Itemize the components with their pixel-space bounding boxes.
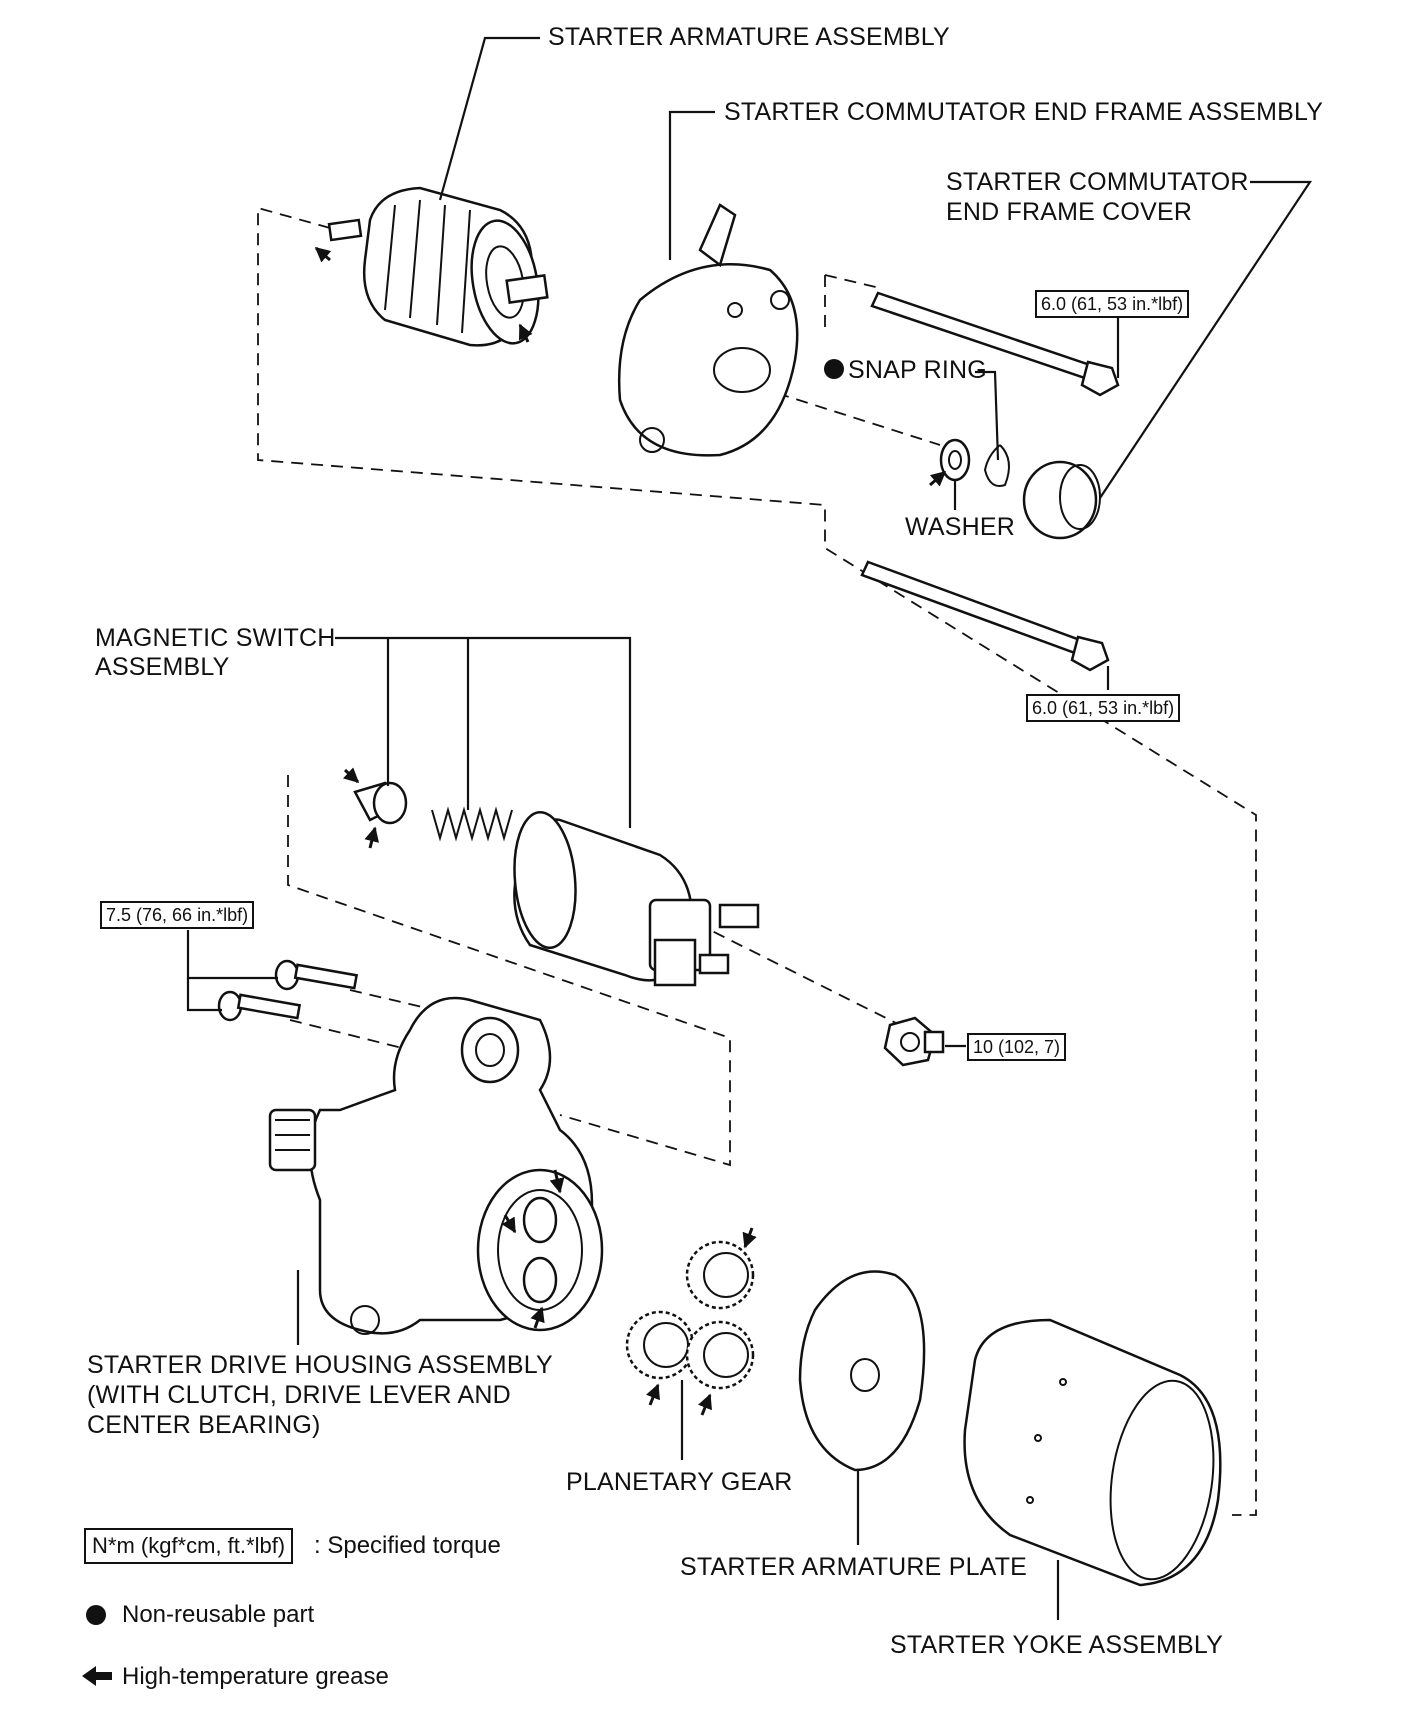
grease-arrows: [314, 246, 947, 1416]
legend-grease-text: High-temperature grease: [122, 1663, 389, 1690]
label-drive-housing-line2: (WITH CLUTCH, DRIVE LEVER AND: [87, 1381, 511, 1409]
armature-plate-drawing: [798, 1270, 926, 1472]
label-armature-assembly: STARTER ARMATURE ASSEMBLY: [548, 23, 950, 51]
terminal-nut-drawing: [883, 1016, 945, 1067]
label-end-frame-cover-line2: END FRAME COVER: [946, 198, 1193, 226]
torque-upper-bolt: 6.0 (61, 53 in.*lbf): [1035, 290, 1190, 318]
end-frame-drawing: [617, 203, 799, 457]
magnetic-switch-drawing: [353, 781, 760, 987]
housing-bolts-drawing: [217, 959, 359, 1022]
label-yoke-assembly: STARTER YOKE ASSEMBLY: [890, 1631, 1224, 1659]
label-drive-housing-line1: STARTER DRIVE HOUSING ASSEMBLY: [87, 1351, 553, 1379]
legend-torque-text: : Specified torque: [314, 1532, 501, 1559]
label-magnetic-switch-line1: MAGNETIC SWITCH: [95, 624, 336, 652]
leader-lines: [186, 36, 1313, 1620]
arrow-left-icon: [82, 1666, 112, 1686]
label-magnetic-switch-line2: ASSEMBLY: [95, 653, 230, 681]
planetary-gears-drawing: [625, 1240, 755, 1390]
label-planetary-gear: PLANETARY GEAR: [566, 1468, 793, 1496]
torque-terminal-nut: 10 (102, 7): [967, 1033, 1067, 1061]
torque-lower-bolt: 6.0 (61, 53 in.*lbf): [1026, 694, 1181, 722]
legend-nonreusable-text: Non-reusable part: [122, 1601, 315, 1628]
yoke-drawing: [963, 1318, 1222, 1587]
washer-snapring-cover-drawing: [939, 438, 1101, 540]
nonreusable-dot-icon: [824, 359, 844, 379]
label-drive-housing-line3: CENTER BEARING): [87, 1411, 321, 1439]
drive-housing-drawing: [268, 996, 604, 1335]
label-end-frame-assembly: STARTER COMMUTATOR END FRAME ASSEMBLY: [724, 98, 1324, 126]
armature-assembly-drawing: [327, 186, 549, 347]
label-armature-plate: STARTER ARMATURE PLATE: [680, 1553, 1028, 1581]
label-snap-ring: SNAP RING: [848, 356, 987, 384]
label-washer: WASHER: [905, 513, 1016, 541]
legend-torque-box: N*m (kgf*cm, ft.*lbf): [84, 1528, 294, 1564]
label-end-frame-cover-line1: STARTER COMMUTATOR: [946, 168, 1249, 196]
filled-circle-icon: [86, 1605, 106, 1625]
torque-housing-bolts: 7.5 (76, 66 in.*lbf): [100, 901, 255, 929]
through-bolts-drawing: [860, 291, 1120, 672]
